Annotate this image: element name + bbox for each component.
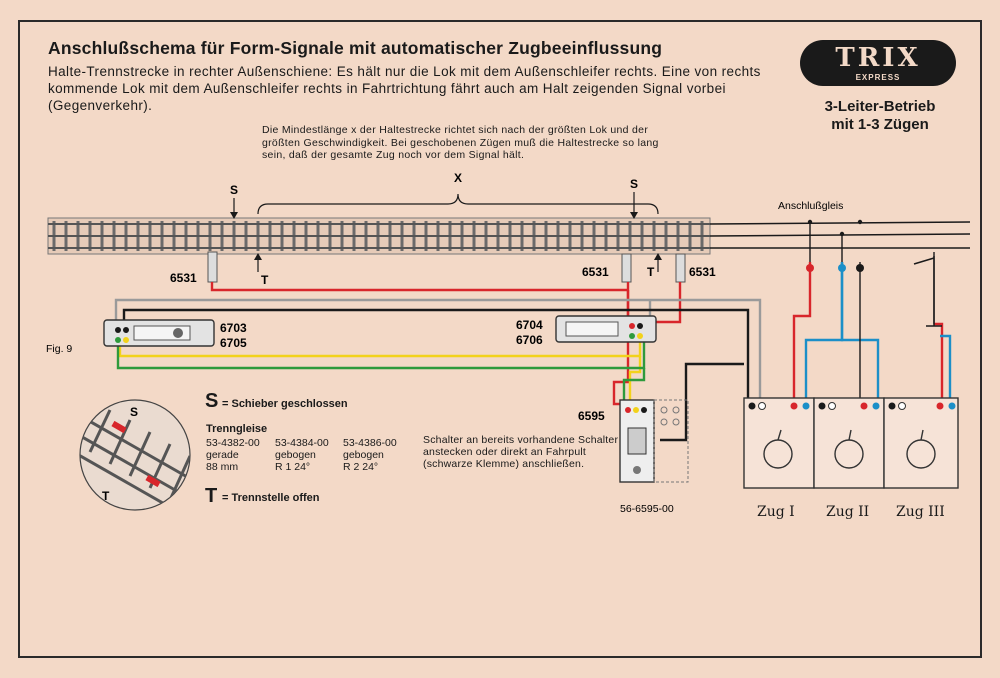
switch-note: Schalter an bereits vorhandene Schalter … xyxy=(423,434,619,470)
contact-6531-left xyxy=(207,251,218,283)
trenngleis-code: 53-4382-00 xyxy=(206,437,260,449)
trenngleis-col-1: 53-4382-00 gerade 88 mm xyxy=(206,437,260,473)
track xyxy=(47,217,971,255)
trenngleis-kind: gebogen xyxy=(275,449,316,461)
detail-s-mark: S xyxy=(130,405,138,419)
trenngleise-title: Trenngleise xyxy=(206,423,268,435)
label-6595: 6595 xyxy=(578,409,605,423)
intro-text: Halte-Trennstrecke in rechter Außenschie… xyxy=(48,64,761,113)
label-6531-right: 6531 xyxy=(689,265,716,279)
contact-6531-mid xyxy=(621,253,632,283)
legend-s-text: = Schieber geschlossen xyxy=(222,398,348,410)
figure-frame xyxy=(18,20,982,658)
label-56-6595-00: 56-6595-00 xyxy=(620,503,674,515)
zug-label-2: Zug II xyxy=(826,504,870,520)
page-title: Anschlußschema für Form-Signale mit auto… xyxy=(48,38,663,58)
figure-label: Fig. 9 xyxy=(46,343,72,355)
operation-line-1: 3-Leiter-Betrieb xyxy=(824,98,936,115)
trenngleis-size: 88 mm xyxy=(206,461,239,473)
label-6704: 6704 xyxy=(516,318,543,332)
trenngleis-code: 53-4386-00 xyxy=(343,437,397,449)
trenngleis-col-3: 53-4386-00 gebogen R 2 24° xyxy=(343,437,397,473)
logo-brand: TRIX xyxy=(835,43,921,73)
zug-label-1: Zug I xyxy=(757,504,795,520)
trenngleis-code: 53-4384-00 xyxy=(275,437,329,449)
operation-mode: 3-Leiter-Betrieb mit 1-3 Zügen xyxy=(800,98,960,134)
s-mark-left: S xyxy=(230,183,238,197)
t-mark-left: T xyxy=(261,273,269,287)
legend-t-key: T xyxy=(205,485,218,507)
detail-t-mark: T xyxy=(102,489,110,503)
anschlussgleis-label: Anschlußgleis xyxy=(778,200,843,212)
trenngleis-kind: gebogen xyxy=(343,449,384,461)
length-note: Die Mindestlänge x der Haltestrecke rich… xyxy=(262,124,659,161)
trenngleis-col-2: 53-4384-00 gebogen R 1 24° xyxy=(275,437,329,473)
x-brace xyxy=(257,193,659,215)
legend-t-text: = Trennstelle offen xyxy=(222,492,320,504)
label-6705: 6705 xyxy=(220,336,247,350)
t-mark-right: T xyxy=(647,265,655,279)
trix-logo: TRIX EXPRESS xyxy=(800,40,956,86)
trenngleis-kind: gerade xyxy=(206,449,239,461)
signal-right xyxy=(555,315,657,343)
controllers xyxy=(743,397,959,489)
contact-6531-right xyxy=(675,253,686,283)
trenngleis-detail: S T xyxy=(79,399,191,511)
label-6703: 6703 xyxy=(220,321,247,335)
trenngleis-size: R 2 24° xyxy=(343,461,379,473)
wiring xyxy=(114,222,952,442)
logo-sub: EXPRESS xyxy=(855,73,901,82)
semaphore-icon xyxy=(913,256,942,327)
trenngleis-size: R 1 24° xyxy=(275,461,311,473)
operation-line-2: mit 1-3 Zügen xyxy=(831,116,929,133)
switch-6595 xyxy=(619,399,689,483)
label-6706: 6706 xyxy=(516,333,543,347)
x-label: X xyxy=(454,171,462,185)
label-6531-mid: 6531 xyxy=(582,265,609,279)
legend-s-key: S xyxy=(205,390,219,412)
signal-left xyxy=(103,319,215,347)
label-6531-left: 6531 xyxy=(170,271,197,285)
s-mark-right: S xyxy=(630,177,638,191)
zug-label-3: Zug III xyxy=(896,504,945,520)
